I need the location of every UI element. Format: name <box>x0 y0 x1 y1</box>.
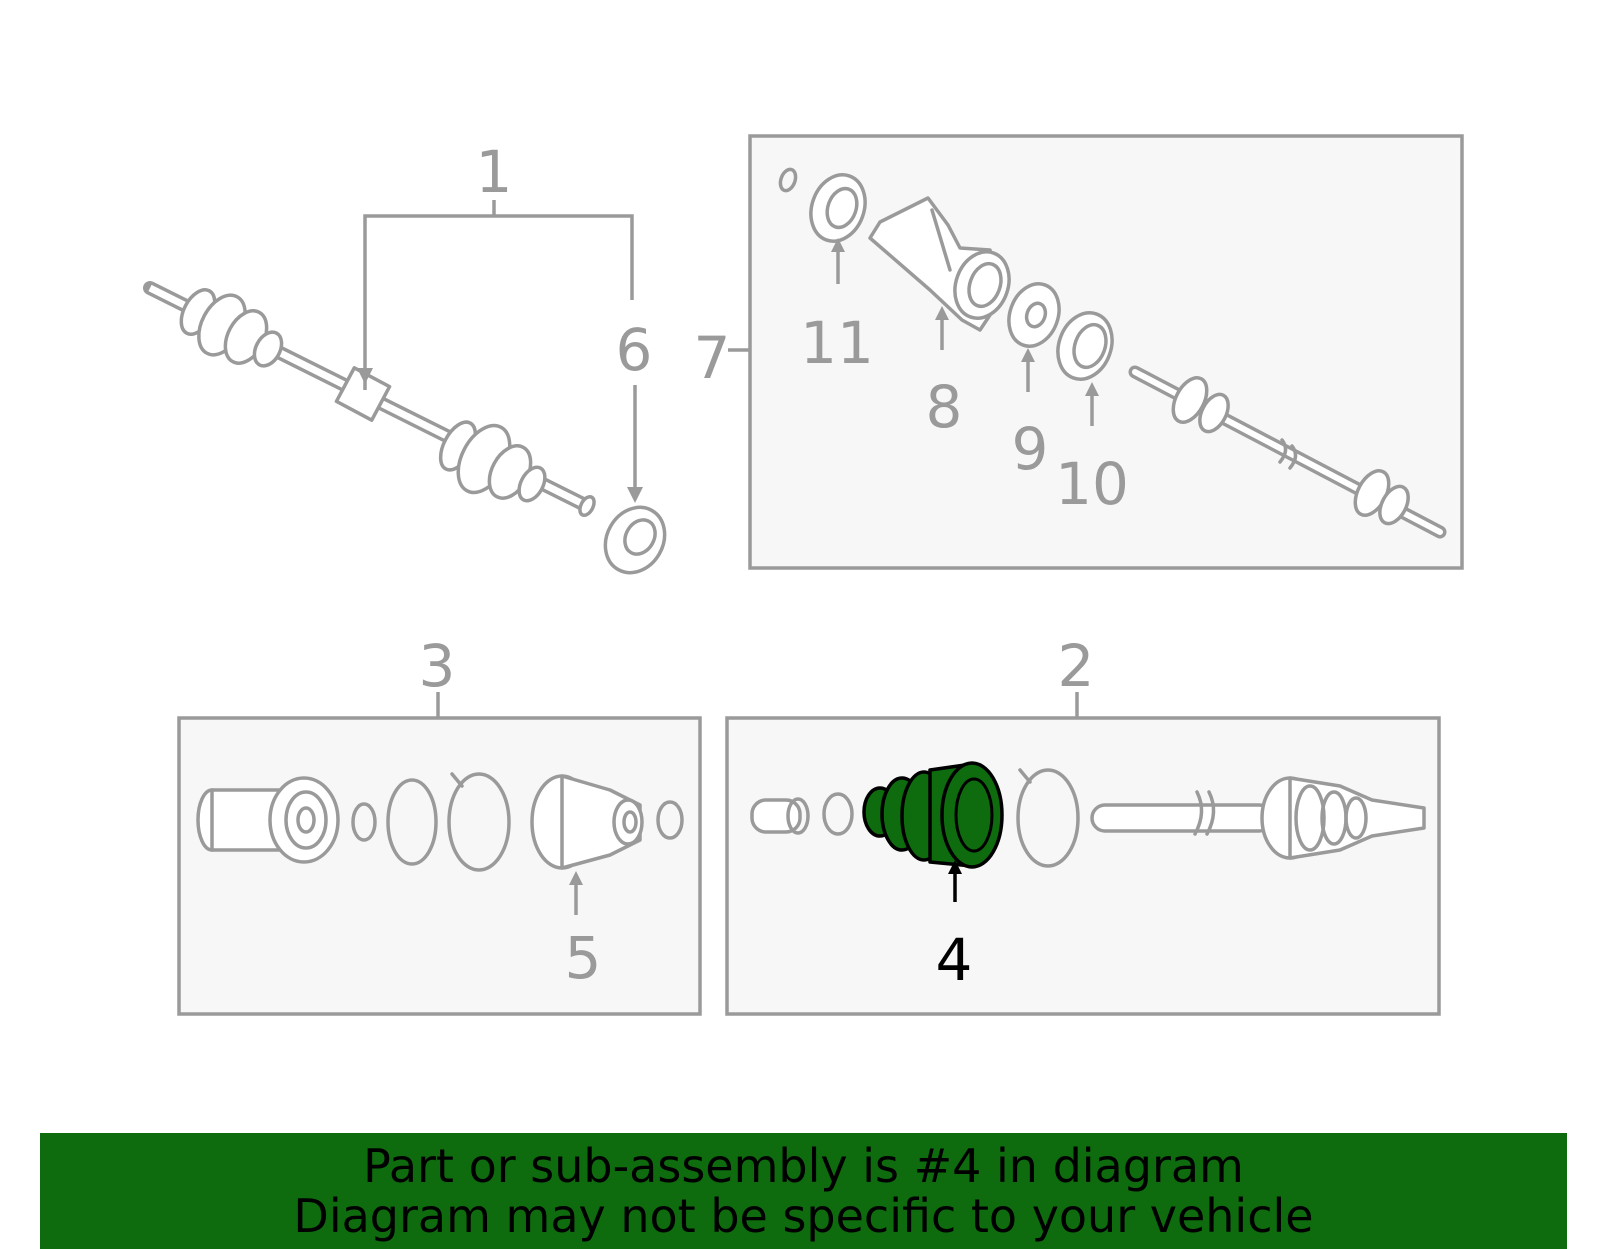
part-5-inner-boot[interactable] <box>530 774 644 870</box>
part-6-ring[interactable] <box>594 497 676 584</box>
inner-joint-housing[interactable] <box>196 776 340 864</box>
part-9-washer[interactable] <box>1001 277 1068 354</box>
boot-band-small-outer[interactable] <box>822 792 854 836</box>
callout-10: 10 <box>1055 450 1129 518</box>
part-8-bracket[interactable] <box>868 196 1018 332</box>
callout-1: 1 <box>476 138 513 206</box>
callout-11: 11 <box>800 309 874 377</box>
boot-band-large-outer[interactable] <box>1016 768 1080 868</box>
callout-6: 6 <box>616 316 653 384</box>
drive-shaft-assembly[interactable] <box>143 281 597 518</box>
snap-ring-small[interactable] <box>351 802 377 842</box>
banner-line-1: Part or sub-assembly is #4 in diagram <box>363 1139 1244 1193</box>
callout-2: 2 <box>1058 632 1095 700</box>
callout-8: 8 <box>926 373 963 441</box>
callout-9: 9 <box>1012 415 1049 483</box>
part-10-bearing[interactable] <box>1049 305 1121 387</box>
boot-band-large[interactable] <box>447 772 511 872</box>
part-4-outer-boot[interactable] <box>862 761 1004 869</box>
callout-1-leader <box>357 200 634 390</box>
sub-assembly-2-box <box>725 716 1441 1016</box>
callout-4: 4 <box>936 926 973 994</box>
sub-assembly-3-box <box>177 716 702 1016</box>
banner-line-2: Diagram may not be specific to your vehi… <box>293 1189 1314 1243</box>
callout-7: 7 <box>694 324 731 392</box>
boot-band-small[interactable] <box>656 800 684 840</box>
part-11-seal[interactable] <box>778 167 874 249</box>
damper-ring[interactable] <box>750 797 810 835</box>
outer-joint-shaft[interactable] <box>1090 776 1426 860</box>
part-info-banner: Part or sub-assembly is #4 in diagram Di… <box>40 1133 1567 1249</box>
intermediate-shaft[interactable] <box>1128 365 1447 539</box>
snap-ring-large[interactable] <box>386 778 438 866</box>
callout-5: 5 <box>565 924 602 992</box>
callout-3: 3 <box>419 632 456 700</box>
